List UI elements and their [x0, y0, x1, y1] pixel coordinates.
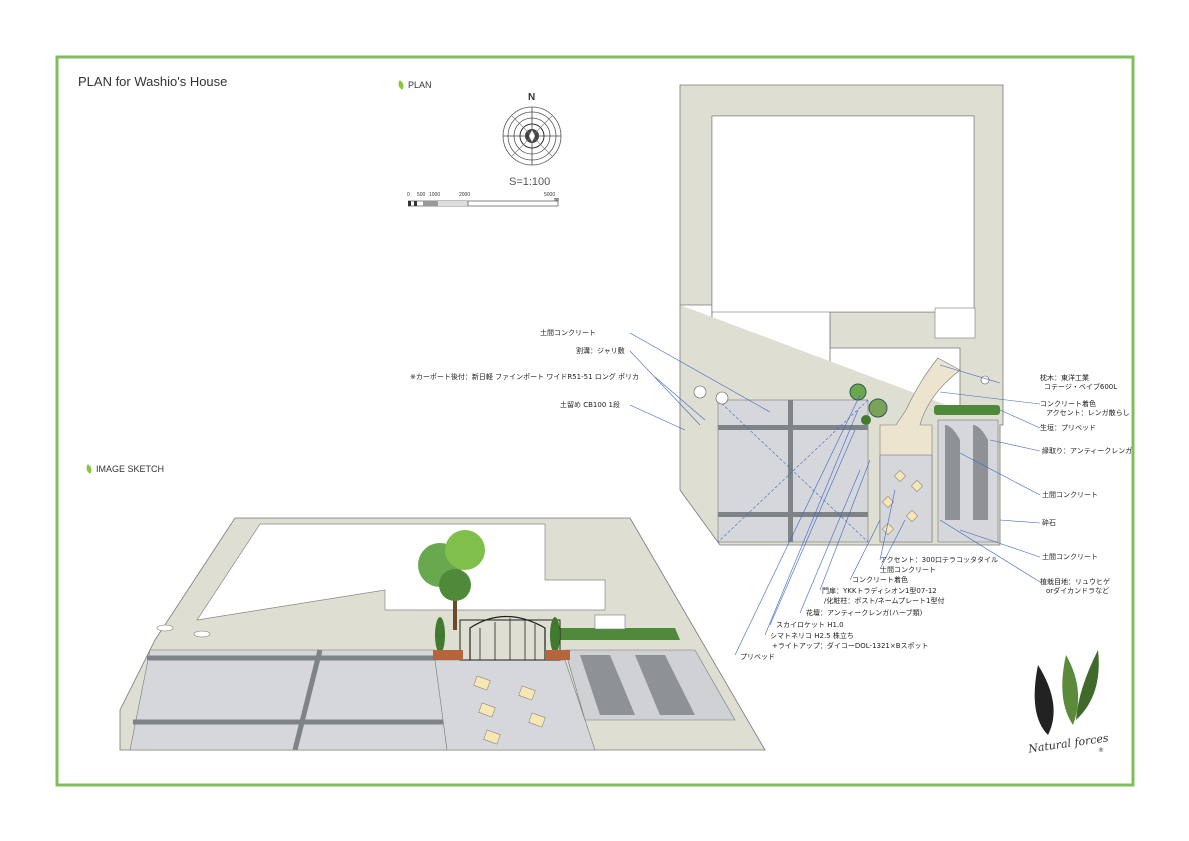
sheet-title: PLAN for Washio's House [78, 74, 228, 89]
sketch-label-text: IMAGE SKETCH [96, 464, 165, 474]
callout-skyrocket: スカイロケット H1.0 [776, 621, 844, 629]
plan-label-text: PLAN [408, 80, 432, 90]
scale-tick-label: 1000 [429, 192, 441, 198]
brand-logo: Natural forces ® [1018, 645, 1116, 767]
callout-colored-concrete-2: コンクリート着色 [852, 576, 908, 584]
north-label: N [528, 92, 536, 103]
scale-text: S=1:100 [509, 176, 551, 188]
callout-hedge: 生垣：プリベッド [1040, 424, 1096, 432]
callout-floor-concrete: 土間コンクリート [540, 329, 596, 337]
north-compass: N [500, 92, 564, 172]
callout-floor-concrete-4: 土間コンクリート [880, 566, 936, 574]
callout-lighting: +ライトアップ：ダイコーDOL-1321×Bスポット [772, 642, 929, 650]
callout-floor-concrete-2: 土間コンクリート [1042, 491, 1098, 499]
scale-tick-label: 500 [417, 192, 426, 198]
callout-planting-joint: 植栽目地：リュウヒゲ [1040, 578, 1110, 586]
callout-privet: プリベッド [740, 653, 775, 661]
scale-tick-label: 0 [407, 192, 410, 198]
callout-floor-concrete-3: 土間コンクリート [1042, 553, 1098, 561]
plan-label: PLAN [396, 80, 432, 90]
callout-gate: 門扉：YKKトラディシオン1型07-12 [822, 587, 937, 595]
callout-sleeper-product: コテージ・ベイブ600L [1044, 383, 1118, 391]
callout-brick-edging: 縁取り：アンティークレンガ [1042, 447, 1133, 455]
callout-colored-concrete: コンクリート着色 [1040, 400, 1096, 408]
scale-bar-graphic [408, 200, 559, 207]
scale-bar: 0 500 1000 2000 5000 ㎜ [404, 192, 564, 212]
leaf-logo-icon [1034, 650, 1099, 735]
callout-carport: ※カーポート後付：新日軽 ファインポート ワイドR51-51 ロング ポリカ [410, 373, 639, 381]
site-plan [679, 84, 1004, 546]
callout-gate-post: /化粧柱：ポスト/ネームプレート1型付 [824, 597, 945, 605]
scale-unit: ㎜ [554, 197, 560, 203]
callout-gravel-joint: 割溝：ジャリ敷 [576, 347, 625, 355]
callout-crushed-stone: 砕石 [1042, 519, 1056, 527]
scale-tick-label: 5000 [544, 192, 556, 198]
perspective-sketch [119, 517, 766, 751]
callout-retaining-block: 土留め CB100 1段 [560, 401, 620, 409]
sketch-label: IMAGE SKETCH [84, 464, 165, 474]
compass-rose-icon [502, 106, 562, 166]
scale-tick-label: 2000 [459, 192, 471, 198]
callout-brick-accent: アクセント：レンガ散らし [1046, 409, 1130, 417]
callout-sleeper: 枕木：東洋工業 [1040, 374, 1089, 382]
callout-terracotta-tile: アクセント：300口テラコッタタイル [880, 556, 999, 564]
registered-mark: ® [1098, 747, 1104, 754]
callout-planting-alt: orダイカンドラなど [1046, 587, 1110, 595]
callout-flowerbed: 花壇：アンティークレンガ(ハーブ類) [806, 609, 923, 617]
callout-ash-tree: シマトネリコ H2.5 株立ち [770, 632, 854, 640]
